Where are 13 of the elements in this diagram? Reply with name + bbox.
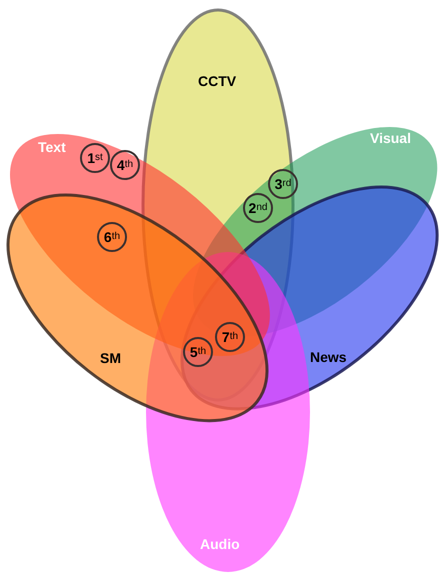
set-label: CCTV — [198, 74, 236, 88]
numbered-circle: 1$^{st}$ — [80, 142, 110, 173]
numbered-circle: 2$^{nd}$ — [243, 193, 273, 223]
numbered-circle: 5$^{th}$ — [183, 337, 213, 367]
set-label: Audio — [200, 537, 240, 551]
numbered-circle: 7$^{th}$ — [215, 322, 245, 352]
set-label: Text — [38, 140, 66, 154]
set-label: News — [310, 350, 347, 364]
numbered-circle: 4$^{th}$ — [110, 150, 140, 180]
numbered-circle: 6$^{th}$ — [97, 222, 127, 252]
set-label: Visual — [370, 130, 411, 145]
set-label: SM — [100, 350, 121, 365]
numbered-circle: 3$^{rd}$ — [268, 168, 298, 199]
